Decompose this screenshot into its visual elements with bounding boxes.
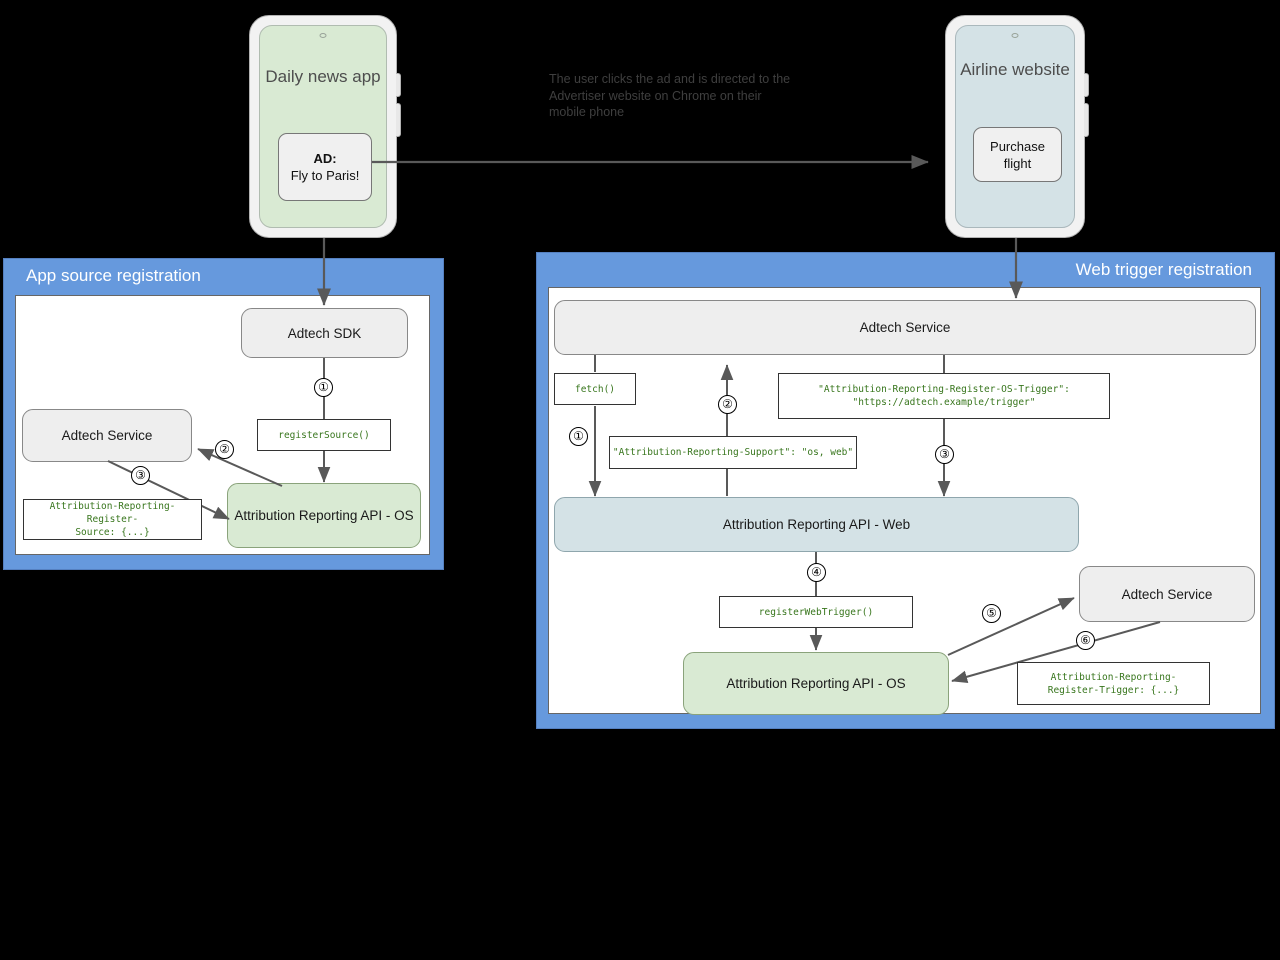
ad-card[interactable]: AD: Fly to Paris!	[278, 133, 372, 201]
node-adtech-service-top-label: Adtech Service	[859, 320, 951, 335]
step-3-left: ③	[131, 466, 150, 485]
step-4-right: ④	[807, 563, 826, 582]
phone-side-buttons-right	[1084, 73, 1089, 137]
phone-button-power	[1084, 103, 1089, 137]
step-1-right: ①	[569, 427, 588, 446]
node-adtech-service-bottom[interactable]: Adtech Service	[1079, 566, 1255, 622]
node-attribution-api-web[interactable]: Attribution Reporting API - Web	[554, 497, 1079, 552]
codebox-register-web-trigger-call: registerWebTrigger()	[719, 596, 913, 628]
step-2-left: ②	[215, 440, 234, 459]
step-5-right: ⑤	[982, 604, 1001, 623]
phone-button-volume	[396, 73, 401, 97]
node-attribution-api-os-left[interactable]: Attribution Reporting API - OS	[227, 483, 421, 548]
airline-website-title: Airline website	[960, 60, 1070, 79]
phone-camera-icon	[1011, 33, 1019, 38]
phone-button-power	[396, 103, 401, 137]
node-attribution-api-web-label: Attribution Reporting API - Web	[722, 517, 911, 532]
panel-title-web-trigger-registration: Web trigger registration	[1075, 260, 1252, 279]
purchase-flight-label-2: flight	[1003, 155, 1032, 171]
phone-side-buttons-left	[396, 73, 401, 137]
ad-card-label: AD:	[313, 151, 337, 166]
node-attribution-api-os-right-label: Attribution Reporting API - OS	[726, 676, 906, 691]
node-adtech-sdk[interactable]: Adtech SDK	[241, 308, 408, 358]
ad-card-text: Fly to Paris!	[290, 168, 360, 183]
daily-news-app-title: Daily news app	[265, 67, 381, 86]
node-attribution-api-os-right[interactable]: Attribution Reporting API - OS	[683, 652, 949, 715]
node-adtech-service-top[interactable]: Adtech Service	[554, 300, 1256, 355]
airline-phone: Airline website Purchase flight	[945, 15, 1089, 238]
panel-title-app-source-registration: App source registration	[26, 266, 201, 285]
phone-camera-icon	[319, 33, 327, 38]
daily-news-screen: Daily news app AD: Fly to Paris!	[259, 25, 387, 228]
codebox-fetch-call: fetch()	[554, 373, 636, 405]
flow-caption: The user clicks the ad and is directed t…	[549, 72, 791, 119]
step-2-right: ②	[718, 395, 737, 414]
phone-button-volume	[1084, 73, 1089, 97]
purchase-flight-card[interactable]: Purchase flight	[973, 127, 1062, 182]
node-adtech-service-bottom-label: Adtech Service	[1121, 586, 1213, 602]
step-3-right: ③	[935, 445, 954, 464]
codebox-register-os-trigger-header: "Attribution-Reporting-Register-OS-Trigg…	[778, 373, 1110, 419]
airline-screen: Airline website Purchase flight	[955, 25, 1075, 228]
daily-news-phone: Daily news app AD: Fly to Paris!	[249, 15, 401, 238]
codebox-register-source-call: registerSource()	[257, 419, 391, 451]
codebox-attribution-reporting-support-header: "Attribution-Reporting-Support": "os, we…	[609, 436, 857, 469]
node-adtech-service-left[interactable]: Adtech Service	[22, 409, 192, 462]
step-1-left: ①	[314, 378, 333, 397]
node-adtech-sdk-label: Adtech SDK	[287, 325, 362, 341]
codebox-register-trigger-header: Attribution-Reporting- Register-Trigger:…	[1017, 662, 1210, 705]
codebox-register-source-header: Attribution-Reporting-Register- Source: …	[23, 499, 202, 540]
purchase-flight-label: Purchase	[990, 138, 1045, 154]
node-attribution-api-os-left-label: Attribution Reporting API - OS	[234, 508, 414, 523]
node-adtech-service-left-label: Adtech Service	[61, 428, 153, 443]
step-6-right: ⑥	[1076, 631, 1095, 650]
